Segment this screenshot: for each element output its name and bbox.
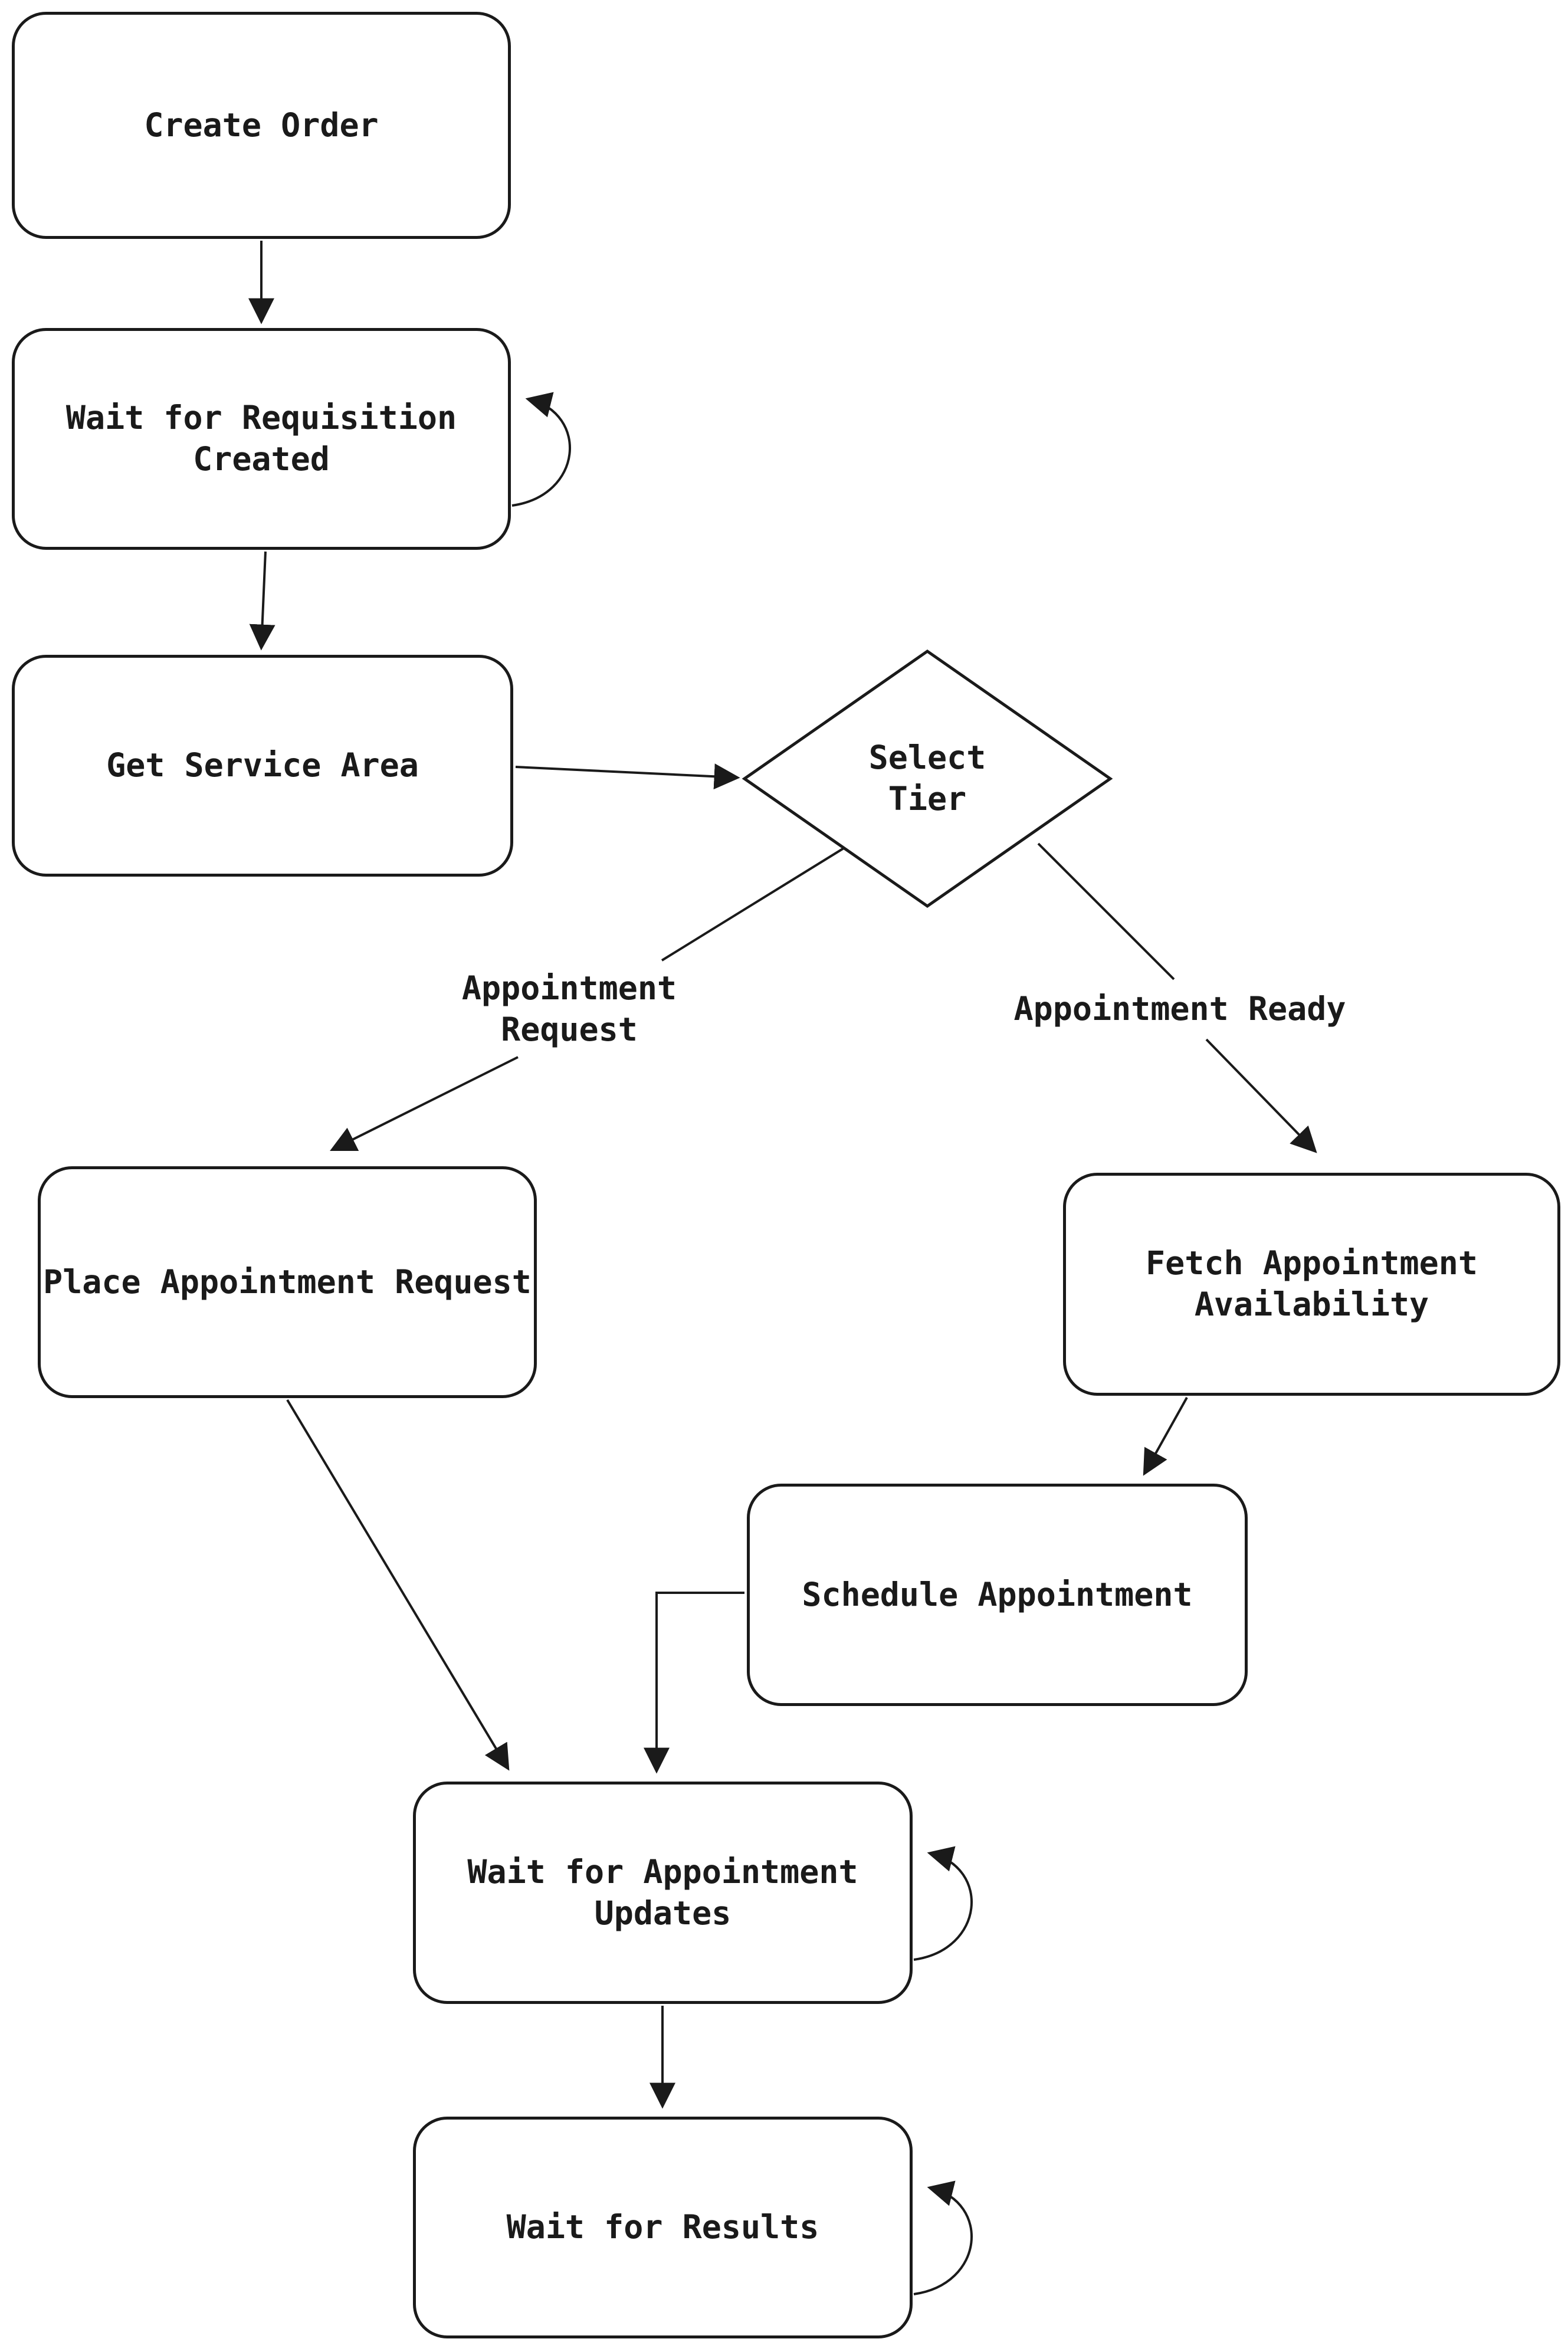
edge-label-appointment-request: Appointment Request bbox=[461, 969, 677, 1048]
edge-appointment-ready-label-to-fetch-availability bbox=[1205, 1038, 1317, 1153]
edge-schedule-to-wait-updates bbox=[644, 1592, 744, 1774]
select-tier-diamond-shape bbox=[742, 649, 1113, 908]
node-fetch-appointment-availability-label: Fetch Appointment Availability bbox=[1146, 1244, 1478, 1323]
edge-wait-results-self-loop bbox=[913, 2180, 973, 2295]
node-place-appointment-request: Place Appointment Request bbox=[38, 1166, 537, 1398]
node-wait-results: Wait for Results bbox=[413, 2117, 913, 2338]
node-schedule-appointment: Schedule Appointment bbox=[747, 1484, 1248, 1706]
node-wait-appointment-updates-label: Wait for Appointment Updates bbox=[467, 1852, 858, 1932]
edge-select-tier-to-appointment-ready-label bbox=[1037, 842, 1175, 980]
node-wait-requisition-created-label: Wait for Requisition Created bbox=[65, 399, 457, 478]
node-fetch-appointment-availability: Fetch Appointment Availability bbox=[1063, 1173, 1560, 1396]
edge-wait-requisition-self-loop bbox=[511, 392, 572, 507]
node-schedule-appointment-label: Schedule Appointment bbox=[802, 1575, 1193, 1613]
edge-wait-requisition-to-get-service-area bbox=[249, 551, 275, 651]
edge-wait-updates-self-loop bbox=[913, 1846, 973, 1961]
edge-fetch-availability-to-schedule bbox=[1143, 1397, 1188, 1476]
node-get-service-area: Get Service Area bbox=[12, 655, 513, 877]
node-place-appointment-request-label: Place Appointment Request bbox=[43, 1262, 532, 1301]
node-wait-results-label: Wait for Results bbox=[506, 2208, 819, 2246]
node-select-tier-label: Select Tier bbox=[868, 739, 986, 818]
node-create-order: Create Order bbox=[12, 12, 511, 239]
node-wait-appointment-updates: Wait for Appointment Updates bbox=[413, 1782, 913, 2004]
edge-place-request-to-wait-updates bbox=[286, 1399, 510, 1771]
edge-get-service-area-to-select-tier bbox=[515, 763, 740, 790]
node-get-service-area-label: Get Service Area bbox=[106, 746, 419, 785]
node-create-order-label: Create Order bbox=[144, 106, 379, 144]
edge-select-tier-to-appointment-request-label bbox=[661, 847, 845, 962]
edge-label-appointment-ready: Appointment Ready bbox=[1013, 990, 1346, 1028]
edge-appointment-request-label-to-place-request bbox=[330, 1056, 519, 1152]
node-wait-requisition-created: Wait for Requisition Created bbox=[12, 328, 511, 550]
